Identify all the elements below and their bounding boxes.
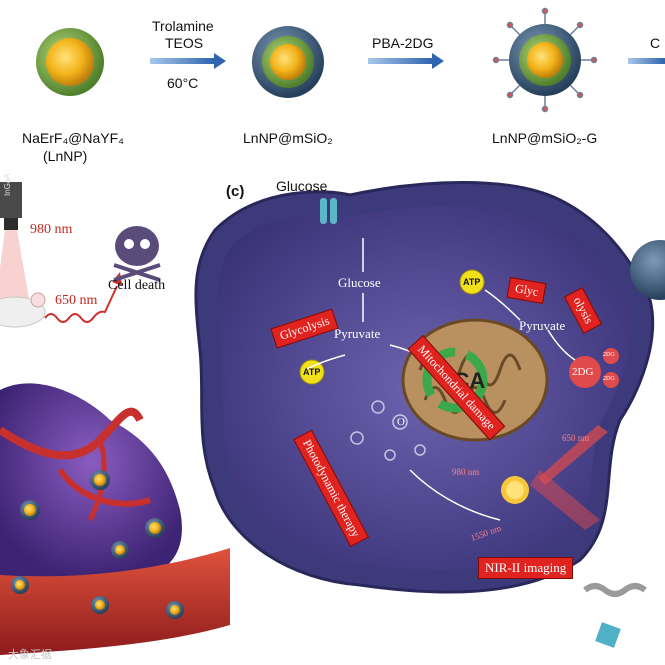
np1-label-line2: (LnNP) [43, 148, 87, 164]
cell-nanoparticle [501, 476, 529, 504]
pyruvate-left-label: Pyruvate [334, 326, 380, 342]
process-arrow-1 [150, 53, 226, 69]
step1-line2: TEOS [165, 35, 203, 51]
nm-650-label: 650 nm [562, 433, 589, 443]
np1-label-line1: NaErF₄@NaYF₄ [22, 130, 124, 146]
process-arrow-3 [628, 58, 665, 64]
step1-line3: 60°C [167, 75, 198, 91]
cell-death-label: Cell death [108, 278, 165, 294]
laser-beam-980 [0, 230, 30, 305]
2dg-big-label: 2DG [572, 366, 593, 378]
process-arrow-2 [368, 53, 444, 69]
pyruvate-right-label: Pyruvate [519, 318, 565, 334]
skull-icon [114, 226, 160, 280]
nm-980-label: 980 nm [452, 467, 479, 477]
oxygen-label: O [397, 416, 405, 428]
cube-icon [595, 622, 621, 648]
glucose-outer-label: Glucose [276, 178, 327, 194]
2dg-small-label-b: 2DG [603, 376, 615, 382]
np3-label: LnNP@mSiO₂-G [492, 130, 597, 146]
np2-label: LnNP@mSiO₂ [243, 130, 333, 146]
glucose-inner-label: Glucose [338, 275, 381, 291]
step1-line1: Trolamine [152, 18, 214, 34]
atp-top-label: ATP [463, 277, 480, 287]
wavelength-650-label: 650 nm [55, 293, 97, 309]
ingaas-label: InGaA [3, 173, 12, 196]
nir-imaging-label: NIR-II imaging [478, 557, 573, 579]
mouse-icon [0, 293, 45, 327]
step2-label: PBA-2DG [372, 35, 433, 51]
panel-c-label: (c) [226, 183, 244, 200]
nanoparticle-lnnp [36, 28, 104, 96]
2dg-small-label-a: 2DG [603, 352, 615, 358]
nanoparticle-lnnp-msio2-g [494, 9, 597, 112]
step3-partial-label: C [650, 35, 660, 51]
watermark: 大象汇据 [8, 646, 52, 662]
atp-left-label: ATP [303, 367, 320, 377]
nanoparticle-lnnp-msio2 [252, 26, 324, 98]
polymer-chain [585, 586, 645, 594]
wavelength-980-label: 980 nm [30, 222, 72, 238]
